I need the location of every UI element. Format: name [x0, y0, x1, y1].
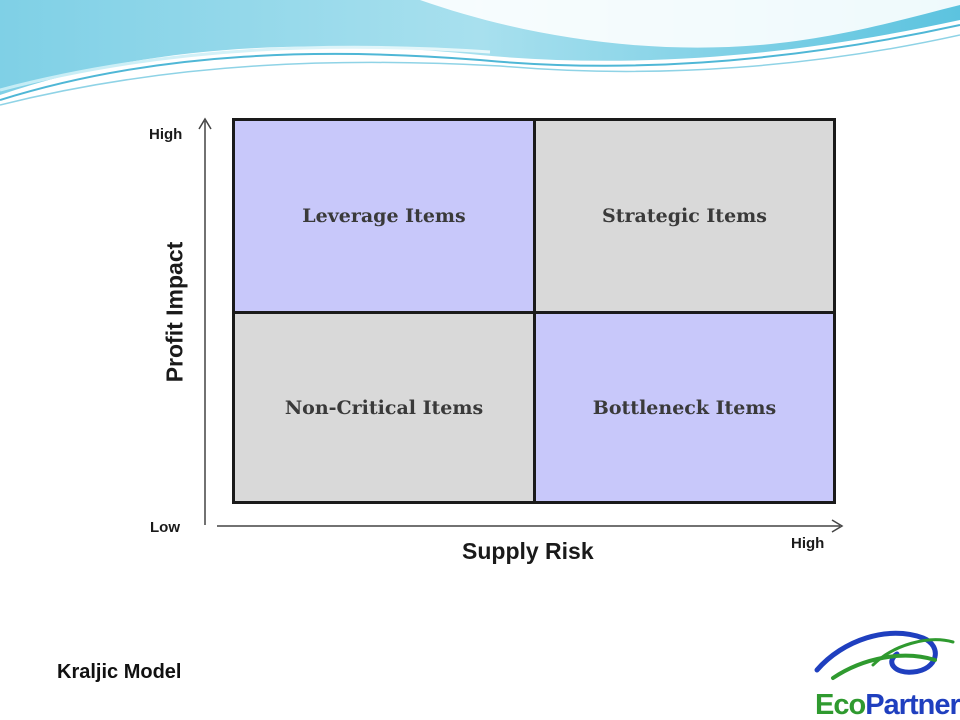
header-wave-decoration — [0, 0, 960, 106]
swirl-icon — [814, 630, 955, 680]
non-critical-items-label: Non-Critical Items — [284, 396, 484, 419]
y-axis-arrowhead — [198, 117, 212, 130]
x-axis-title: Supply Risk — [462, 538, 594, 564]
ecopartners-logo: EcoPartners — [814, 630, 960, 720]
caption: Kraljic Model — [57, 661, 182, 683]
leverage-items-quadrant: Leverage Items — [232, 118, 536, 314]
strategic-items-label: Strategic Items — [602, 205, 767, 227]
strategic-items-quadrant: Strategic Items — [533, 118, 836, 314]
x-axis-high-label: High — [791, 535, 825, 552]
y-axis-high-label: High — [149, 126, 183, 143]
kraljic-matrix: Leverage Items Strategic Items Non-Criti… — [232, 118, 836, 504]
x-axis-arrowhead — [831, 519, 844, 533]
leverage-items-label: Leverage Items — [302, 205, 466, 227]
y-axis-title: Profit Impact — [161, 241, 188, 383]
bottleneck-items-label: Bottleneck Items — [592, 396, 777, 419]
logo-wordmark: EcoPartners — [815, 689, 960, 720]
non-critical-items-quadrant: Non-Critical Items — [232, 311, 536, 504]
y-axis-low-label: Low — [150, 519, 180, 536]
bottleneck-items-quadrant: Bottleneck Items — [533, 311, 836, 504]
